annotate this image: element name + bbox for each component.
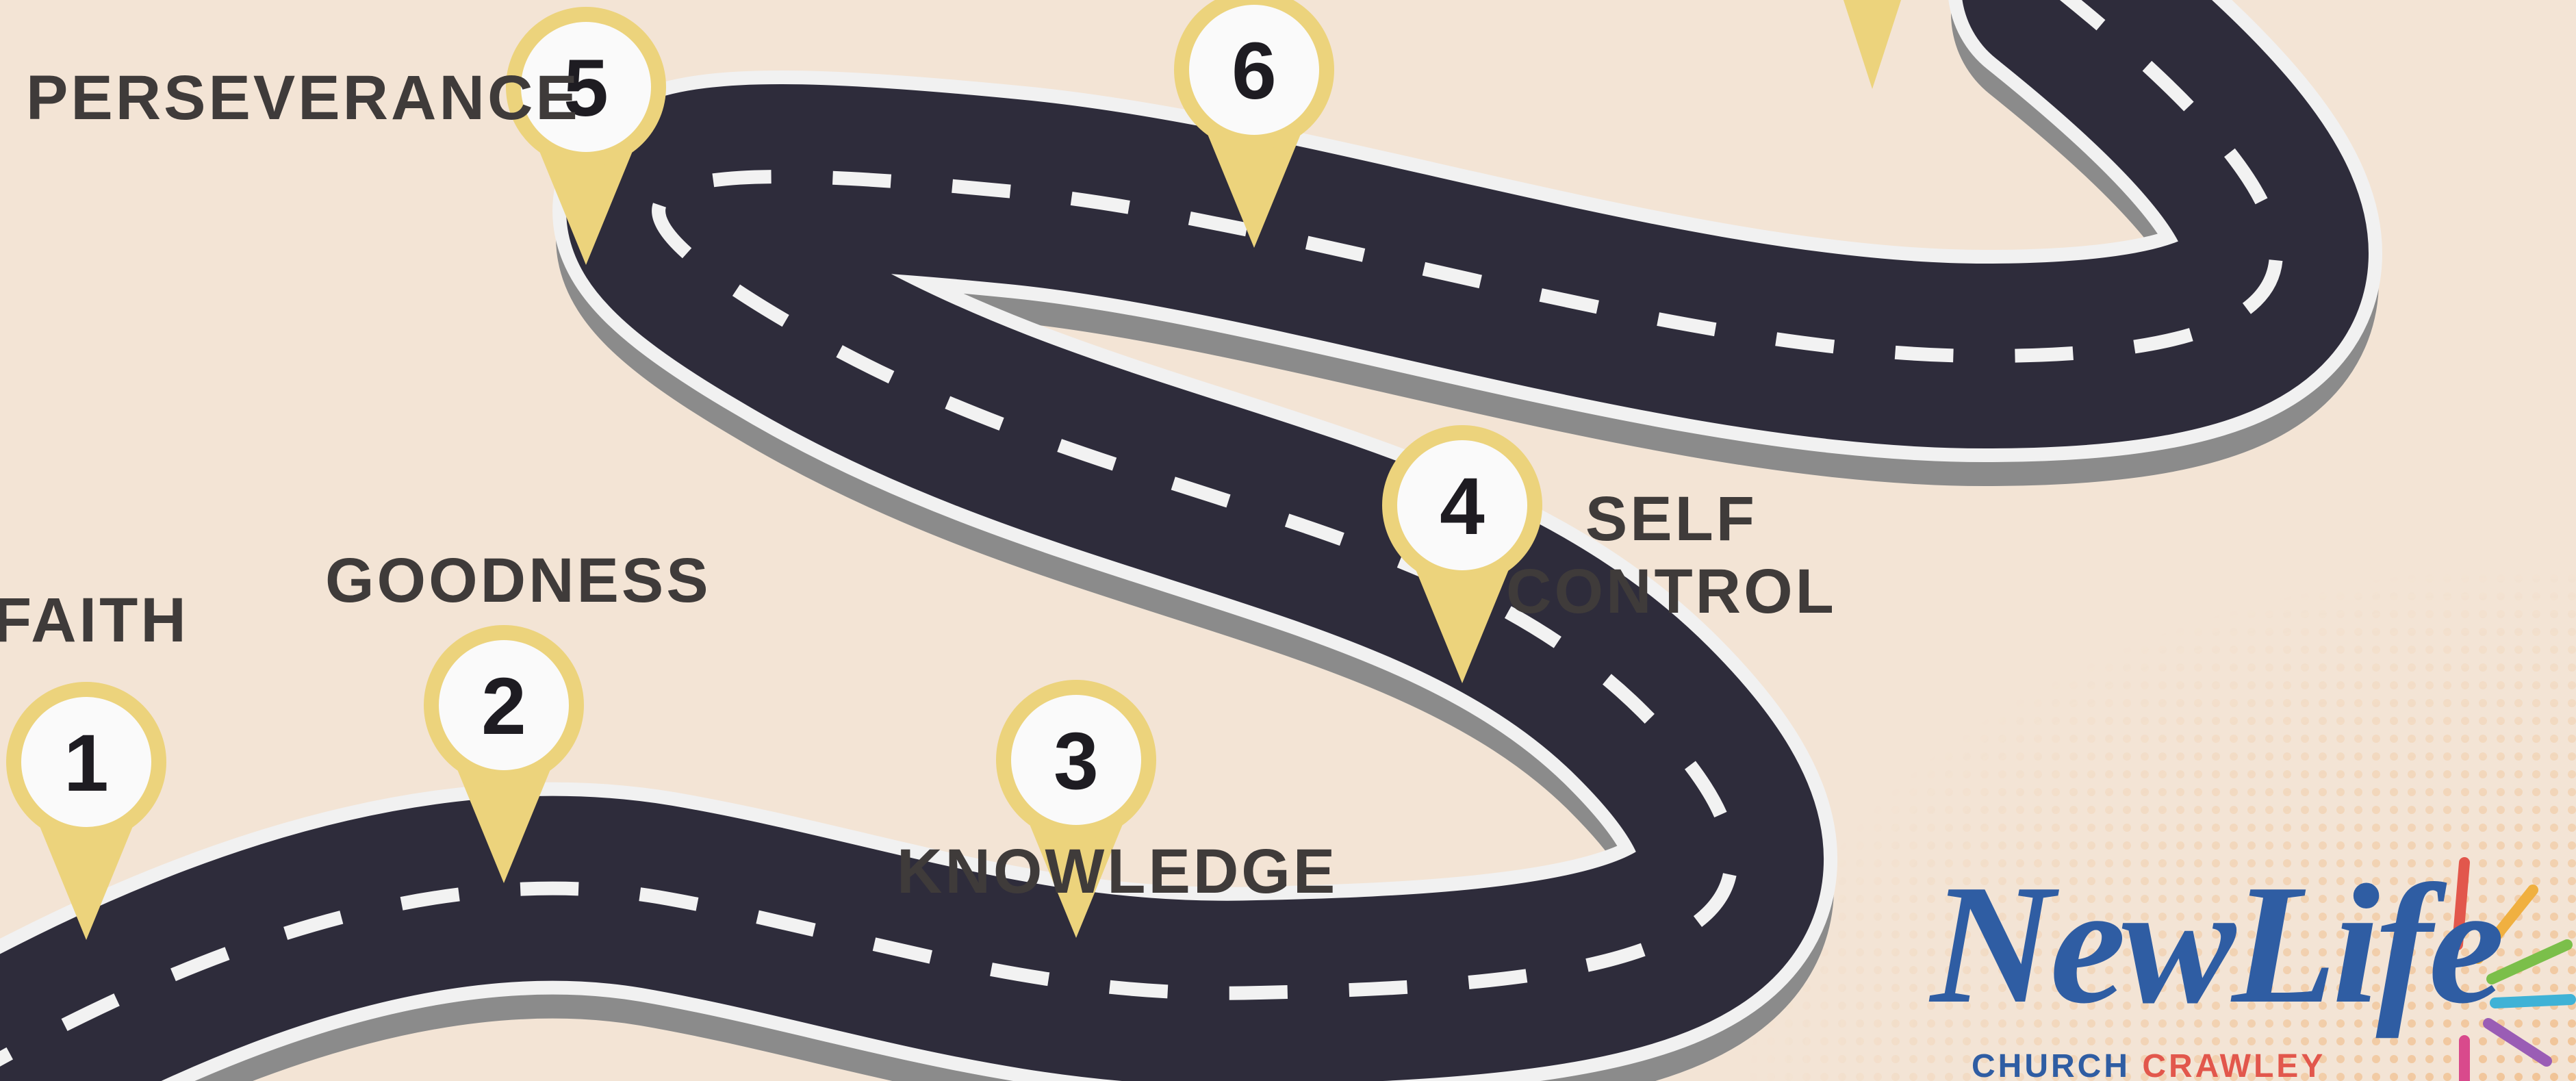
- map-pin-icon: [1843, 0, 1902, 89]
- label-perseverance: PERSEVERANCE: [26, 63, 581, 133]
- pin-number: 2: [481, 661, 526, 752]
- pin-number: 4: [1440, 461, 1485, 552]
- map-pin-icon: [1021, 803, 1132, 938]
- pin-face: [1011, 695, 1141, 825]
- label-knowledge: KNOWLEDGE: [897, 837, 1338, 906]
- milestone-pin-1: 1: [6, 682, 166, 940]
- label-self-control-line-2: CONTROL: [1506, 557, 1837, 626]
- map-pin-icon: [1407, 548, 1518, 683]
- pin-face: [21, 697, 151, 827]
- milestone-pins: 1 2 3 4 5 6: [6, 0, 1542, 940]
- milestone-pin-4: 4: [1382, 425, 1542, 683]
- logo-subtitle-crawley: CRAWLEY: [2142, 1048, 2326, 1081]
- pin-number: 1: [64, 718, 109, 809]
- milestone-pin-2: 2: [424, 625, 584, 883]
- label-goodness: GOODNESS: [325, 546, 711, 615]
- pin-number: 3: [1054, 716, 1099, 806]
- church-logo: NewLife CHURCH CRAWLEY: [1917, 842, 2576, 1081]
- pin-face: [521, 22, 651, 152]
- pin-face: [1397, 440, 1527, 570]
- map-pin-icon: [31, 805, 142, 940]
- label-self-control-line-1: SELF: [1585, 484, 1757, 554]
- pin-face: [1189, 5, 1319, 135]
- map-pin-icon: [1199, 113, 1310, 248]
- milestone-pin-5: 5: [506, 7, 666, 265]
- milestone-pin-3: 3: [996, 680, 1156, 938]
- pin-7-partial: [1843, 0, 1902, 89]
- pin-face: [439, 640, 569, 770]
- milestone-pin-6: 6: [1174, 0, 1334, 248]
- halftone-dots: [1746, 561, 2576, 1081]
- winding-road: [0, 0, 2382, 1081]
- lane-markings: [0, 0, 2283, 1067]
- pin-number: 5: [563, 43, 609, 133]
- label-self-control: SELF CONTROL: [1506, 483, 1837, 628]
- logo-subtitle: CHURCH CRAWLEY: [1972, 1047, 2325, 1081]
- map-pin-icon: [531, 130, 641, 265]
- pin-number: 6: [1232, 26, 1277, 116]
- label-faith: FAITH: [0, 585, 189, 655]
- logo-subtitle-church: CHURCH: [1972, 1048, 2130, 1081]
- logo-wordmark: NewLife: [1930, 850, 2505, 1039]
- map-pin-icon: [448, 748, 559, 883]
- logo-rays-icon: [2452, 857, 2576, 1081]
